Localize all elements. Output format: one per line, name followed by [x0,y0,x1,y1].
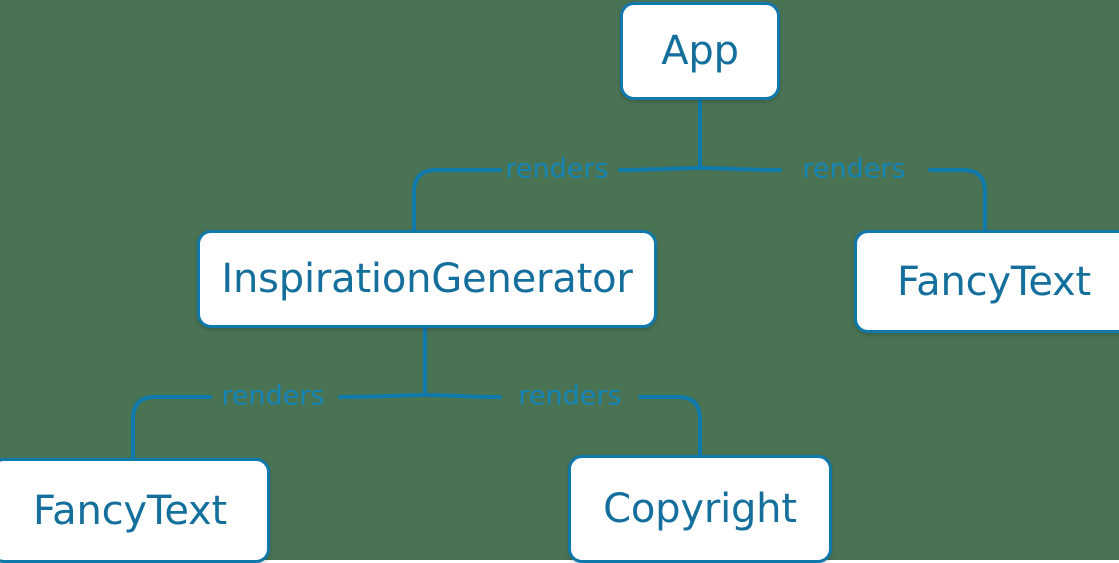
node-copyright[interactable]: Copyright [568,455,832,563]
edge-inspiration-to-copyright-right [638,395,702,457]
node-copyright-label: Copyright [603,486,797,532]
edge-label-app-to-fancytext: renders [802,153,906,185]
edge-inspiration-to-fancytext-right [338,393,427,399]
edge-app-to-fancytext-right [928,168,987,232]
node-inspiration-generator-label: InspirationGenerator [221,256,633,302]
node-fancytext-bottom-label: FancyText [33,487,227,534]
node-app[interactable]: App [620,2,780,100]
node-app-label: App [661,28,739,74]
edge-inspiration-to-fancytext-left [131,395,212,460]
edge-label-inspiration-to-copyright: renders [518,380,622,412]
node-fancytext-right-label: FancyText [897,258,1091,305]
edge-label-app-to-inspiration: renders [505,153,609,185]
node-inspiration-generator[interactable]: InspirationGenerator [197,230,657,328]
node-fancytext-right[interactable]: FancyText [854,230,1119,333]
edge-app-to-fancytext-left [698,166,782,172]
edge-inspiration-to-copyright-left [423,393,502,399]
edge-label-inspiration-to-fancytext: renders [221,380,325,412]
edge-app-to-inspiration-right [618,166,702,172]
node-fancytext-bottom[interactable]: FancyText [0,458,270,563]
edge-app-to-inspiration-left [412,168,502,232]
